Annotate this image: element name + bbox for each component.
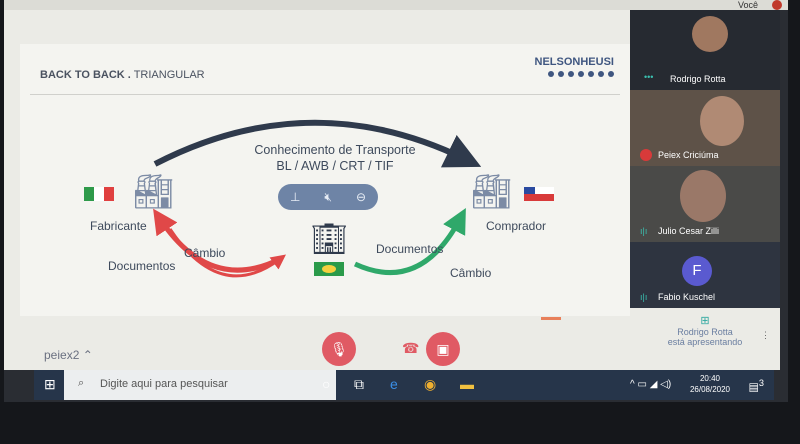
more-icon[interactable]: ••• (644, 72, 654, 82)
time: 20:40 (699, 374, 720, 383)
more-vertical-icon[interactable]: ⋮ (761, 330, 770, 340)
participants-panel: ••• Rodrigo Rotta Peiex Criciúma ı|ı Jul… (630, 10, 780, 370)
italy-flag (84, 187, 114, 201)
right-cambio-label: Câmbio (450, 266, 492, 280)
present-screen-icon: ⊞ (700, 315, 710, 327)
mic-off-button[interactable]: 🎙︎ (322, 332, 356, 366)
notifications-icon[interactable]: ▤3 (748, 378, 765, 394)
slide-title-bold: BACK TO BACK . (40, 69, 131, 81)
speaking-icon: ı|ı (640, 226, 648, 236)
participant-tile[interactable]: ı|ı Julio Cesar Zilli (630, 166, 780, 242)
factory-icon: 🏭︎ (132, 173, 176, 211)
slide: BACK TO BACK . TRIANGULAR NELSONHEUSI Co… (20, 44, 630, 316)
top-strip: Você (4, 0, 788, 10)
video-feed (680, 170, 726, 222)
self-label: Você (737, 0, 758, 10)
flow-arrows (153, 119, 482, 278)
presenter-name: Rodrigo Rotta (677, 327, 733, 337)
camera-off-icon: ▣ (436, 340, 450, 357)
chrome-icon[interactable]: ◉ (424, 376, 437, 392)
comprador-label: Comprador (486, 219, 547, 233)
presenter-toolbar: ⊥ 🔇︎ ⊖ (278, 184, 378, 210)
phone-icon: ☎︎ (402, 340, 420, 356)
left-red-arrow (153, 208, 282, 273)
presenting-status: está apresentando (667, 337, 743, 347)
left-red-arrow-2 (168, 228, 287, 278)
slide-title: BACK TO BACK . TRIANGULAR (40, 69, 205, 81)
logo-text: NELSONHEUSI (534, 56, 614, 68)
search-icon: ⌕ (78, 377, 85, 389)
presenting-banner[interactable]: ⊞ Rodrigo Rotta está apresentando ⋮ (630, 308, 780, 370)
call-controls-bar: peiex2 ⌃ 🎙︎ ☎︎ ▣ (4, 316, 630, 370)
right-documentos-label: Documentos (376, 242, 444, 256)
chile-flag (524, 187, 554, 201)
right-green-arrow (353, 207, 466, 275)
mic-muted-icon (640, 149, 652, 161)
nelson-heusi-logo: NELSONHEUSI (535, 56, 614, 77)
participant-name: Peiex Criciúma (658, 150, 719, 160)
participant-tile[interactable]: ••• Rodrigo Rotta (630, 10, 780, 90)
windows-start-icon[interactable]: ⊞ (44, 376, 56, 392)
meeting-details-button[interactable]: peiex2 ⌃ (44, 348, 93, 362)
participant-tile[interactable]: Peiex Criciúma (630, 90, 780, 166)
camera-off-button[interactable]: ▣ (426, 332, 460, 366)
transport-line2: BL / AWB / CRT / TIF (276, 159, 394, 173)
office-building-icon: 🏢︎ (310, 223, 349, 256)
chevron-up-icon: ⌃ (82, 348, 93, 362)
slide-divider (30, 94, 620, 95)
mic-off-icon: 🎙︎ (330, 340, 348, 357)
cortana-icon[interactable]: ○ (322, 376, 331, 392)
edge-icon[interactable]: e (390, 376, 398, 392)
transport-arrow (153, 119, 482, 168)
pin-icon[interactable]: ⊥ (289, 190, 301, 204)
slide-title-rest: TRIANGULAR (130, 69, 205, 81)
presentation-area: BACK TO BACK . TRIANGULAR NELSONHEUSI Co… (4, 10, 630, 370)
notification-count: 3 (758, 378, 764, 388)
remove-icon[interactable]: ⊖ (355, 190, 366, 204)
progress-marker (541, 317, 561, 320)
transport-line1: Conhecimento de Transporte (254, 143, 416, 157)
left-cambio-label: Câmbio (184, 246, 226, 260)
participant-name: Julio Cesar Zilli (658, 226, 720, 236)
self-avatar-icon[interactable] (772, 0, 782, 10)
clock[interactable]: 20:40 26/08/2020 (690, 373, 730, 395)
fabricante-label: Fabricante (90, 219, 147, 233)
monitor-screen: Você BACK TO BACK . TRIANGULAR NELSONHEU… (4, 0, 788, 402)
speaking-icon: ı|ı (640, 292, 648, 302)
participant-tile[interactable]: F ı|ı Fabio Kuschel (630, 242, 780, 308)
video-feed (700, 96, 744, 146)
windows-taskbar: ⊞ ⌕Digite aqui para pesquisar ○ ⧉ e ◉ ▬ … (34, 370, 774, 400)
brazil-flag (314, 262, 344, 276)
date: 26/08/2020 (689, 385, 730, 394)
factory-icon: 🏭︎ (470, 173, 514, 211)
avatar: F (682, 256, 712, 286)
taskbar-search[interactable]: ⌕ Digite aqui para pesquisar (64, 370, 336, 400)
avatar (692, 16, 728, 52)
hang-up-button[interactable]: ☎︎ (402, 340, 419, 357)
meeting-name: peiex2 (44, 348, 80, 362)
participant-name: Fabio Kuschel (658, 292, 716, 302)
task-view-icon[interactable]: ⧉ (354, 376, 364, 392)
system-tray-icons[interactable]: ^ ▭ ◢ ◁) (630, 379, 672, 390)
search-placeholder: Digite aqui para pesquisar (100, 378, 228, 390)
mute-icon[interactable]: 🔇︎ (324, 189, 332, 204)
participant-name: Rodrigo Rotta (670, 74, 726, 84)
left-documentos-label: Documentos (108, 259, 176, 273)
file-explorer-icon[interactable]: ▬ (460, 376, 474, 392)
transport-label: Conhecimento de Transporte BL / AWB / CRT… (230, 142, 440, 174)
